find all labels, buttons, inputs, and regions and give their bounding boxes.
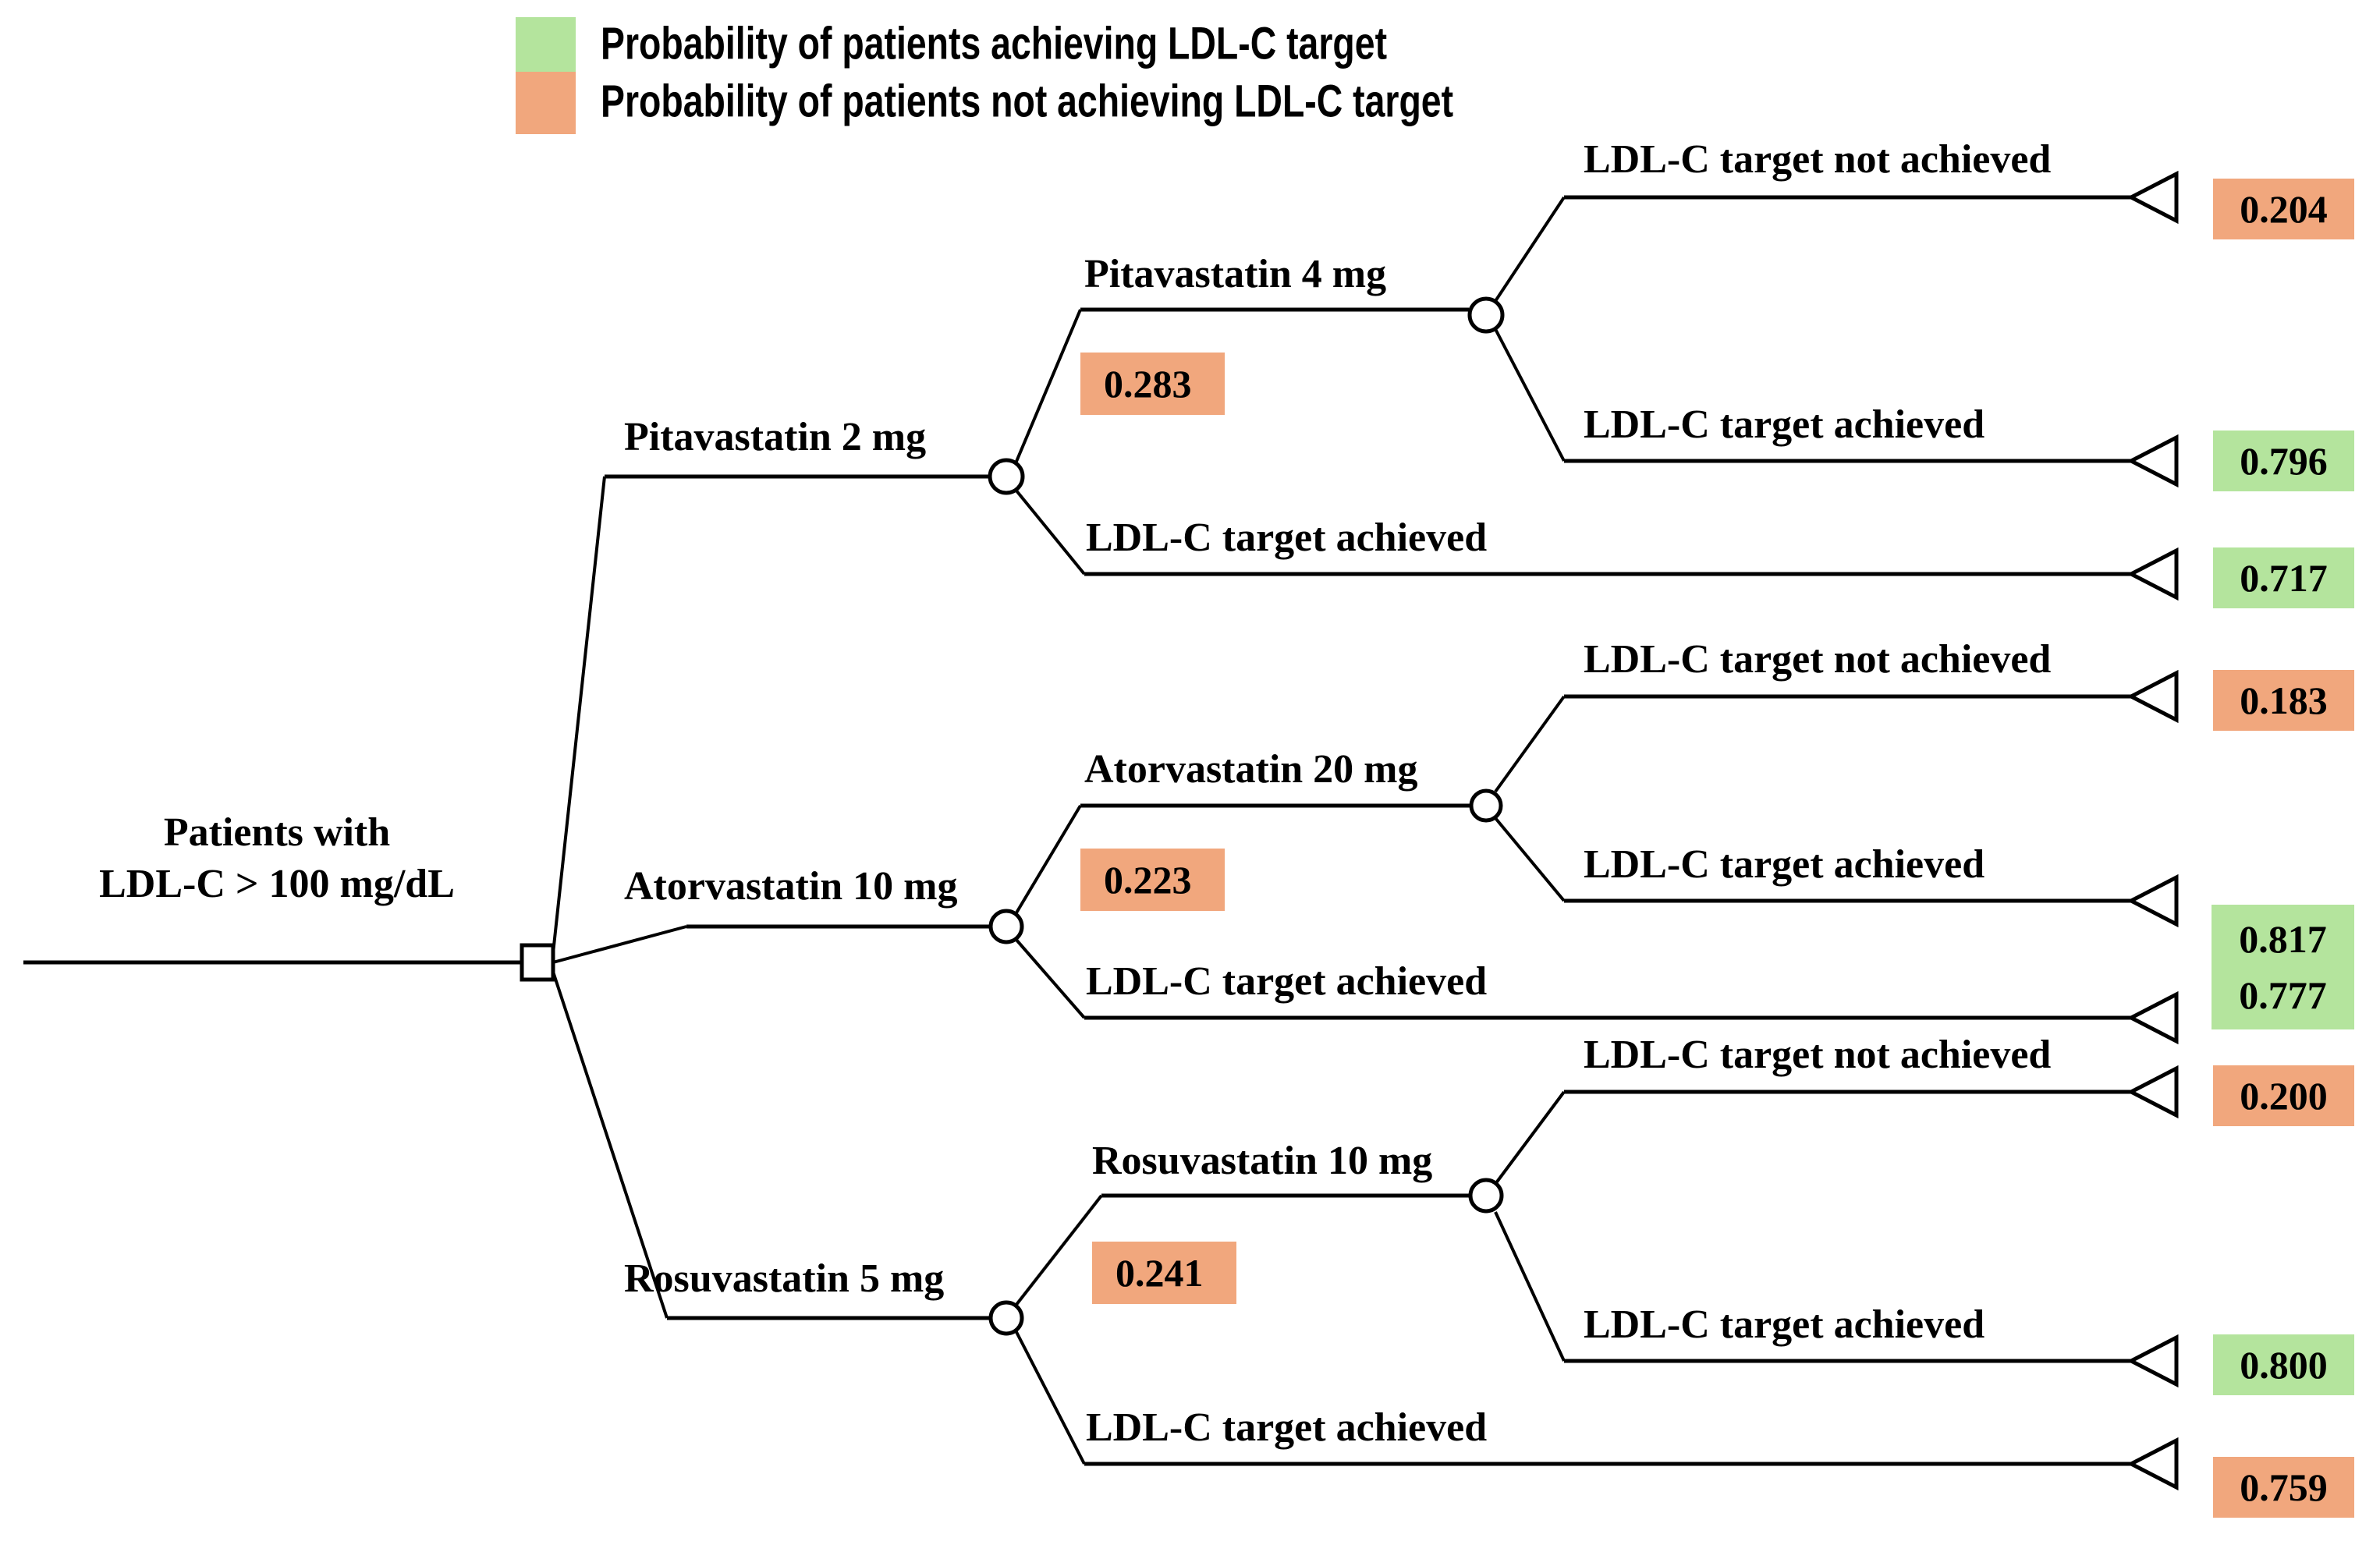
edge-atorva10-atorva20 [1014,804,1082,916]
edge-rosuva10-notachieved [1494,1090,1566,1185]
chance-node-pitavastatin2 [988,458,1025,495]
terminal-triangle-icon [2126,990,2179,1045]
outcome-label-pita4-not-achieved: LDL-C target not achieved [1584,137,2052,182]
value-box-0717: 0.717 [2213,547,2354,608]
edge-pita4-notachieved [1494,196,1566,303]
outcome-label-pita4-achieved: LDL-C target achieved [1584,402,1985,447]
root-label-line1: Patients with [163,810,391,855]
outcome-label-rosuva10-not-achieved: LDL-C target not achieved [1584,1033,2052,1077]
terminal-triangle-icon [2126,434,2179,488]
probability-box-atorva20: 0.223 [1080,849,1225,911]
value-0777: 0.777 [2239,973,2327,1018]
root-label-line2: LDL-C > 100 mg/dL [99,862,455,906]
outcome-label-rosuva10-achieved: LDL-C target achieved [1584,1302,1985,1347]
value-box-0796: 0.796 [2213,431,2354,491]
branch-label-atorvastatin-20mg: Atorvastatin 20 mg [1084,747,1418,792]
legend-swatch-achieved-icon [516,17,576,72]
decision-node-square [520,943,555,982]
outcome-label-rosuva5-achieved: LDL-C target achieved [1086,1405,1488,1450]
terminal-triangle-icon [2126,1437,2179,1491]
edge-pita2-pita4 [1014,309,1082,464]
terminal-triangle-icon [2126,1065,2179,1119]
value-box-0759: 0.759 [2213,1457,2354,1518]
branch-label-pitavastatin-2mg: Pitavastatin 2 mg [624,415,927,459]
chance-node-atorvastatin20 [1469,788,1503,823]
chance-node-rosuvastatin10 [1468,1178,1504,1214]
edge-atorva20-achieved [1494,817,1566,902]
value-box-0204: 0.204 [2213,179,2354,239]
edge-atorva10-achieved [1014,937,1086,1019]
edge-rosuva5-achieved [1014,1330,1086,1465]
edge-rosuva10-achieved [1494,1211,1566,1362]
outcome-label-atorva10-achieved: LDL-C target achieved [1086,959,1488,1004]
edge-root-pitavastatin2 [552,476,606,954]
edge-root-atorvastatin10 [552,925,687,964]
edge-root-rosuvastatin5 [552,971,669,1319]
outcome-label-atorva20-not-achieved: LDL-C target not achieved [1584,637,2052,682]
outcome-label-pita2-achieved: LDL-C target achieved [1086,516,1488,560]
legend-swatch-not-achieved-icon [516,72,576,134]
terminal-triangle-icon [2126,170,2179,225]
edge-pita4-achieved [1494,328,1566,462]
root-node-label: Patients with LDL-C > 100 mg/dL [47,807,507,910]
terminal-triangle-icon [2126,547,2179,601]
terminal-triangle-icon [2126,1334,2179,1388]
branch-label-rosuvastatin-5mg: Rosuvastatin 5 mg [624,1256,945,1301]
edge-atorva20-notachieved [1494,695,1566,793]
edge-pita2-achieved [1014,488,1086,576]
chance-node-rosuvastatin5 [988,1300,1024,1336]
value-box-0800: 0.800 [2213,1334,2354,1395]
branch-label-pitavastatin-4mg: Pitavastatin 4 mg [1084,252,1387,296]
value-box-0200: 0.200 [2213,1065,2354,1126]
branch-label-atorvastatin-10mg: Atorvastatin 10 mg [624,864,958,909]
chance-node-pitavastatin4 [1467,296,1505,334]
chance-node-atorvastatin10 [988,909,1024,944]
value-box-0817-0777: 0.817 0.777 [2212,905,2354,1029]
probability-box-rosuva10: 0.241 [1092,1242,1236,1304]
branch-label-rosuvastatin-10mg: Rosuvastatin 10 mg [1092,1139,1433,1183]
value-0817: 0.817 [2239,916,2327,961]
terminal-triangle-icon [2126,669,2179,724]
terminal-triangle-icon [2126,873,2179,928]
outcome-label-atorva20-achieved: LDL-C target achieved [1584,842,1985,887]
probability-box-pita4: 0.283 [1080,353,1225,415]
legend-label-achieved: Probability of patients achieving LDL-C … [601,18,1388,69]
edge-rosuva5-rosuva10 [1014,1194,1103,1307]
value-box-0183: 0.183 [2213,670,2354,731]
legend-label-not-achieved: Probability of patients not achieving LD… [601,76,1454,127]
